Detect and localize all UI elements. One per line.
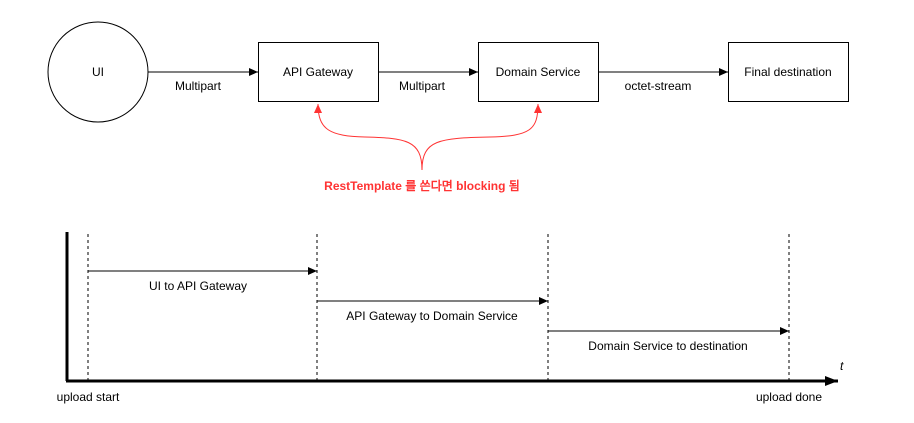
api-gateway-node: API Gateway: [258, 42, 379, 102]
final-destination-node: Final destination: [728, 42, 849, 102]
blocking-arrow-left: [314, 103, 423, 171]
domain-service-node: Domain Service: [478, 42, 599, 102]
upload-start-label: upload start: [57, 390, 120, 404]
timeline-axis-label: t: [840, 359, 844, 373]
segment-service-to-destination-label: Domain Service to destination: [588, 339, 747, 353]
blocking-annotation: RestTemplate 를 쓴다면 blocking 됨: [314, 103, 542, 193]
edge-gateway-to-service-label: Multipart: [399, 79, 446, 93]
domain-service-label: Domain Service: [496, 65, 581, 79]
edge-service-to-destination-label: octet-stream: [625, 79, 692, 93]
api-gateway-label: API Gateway: [283, 65, 353, 79]
edge-ui-to-gateway-label: Multipart: [175, 79, 222, 93]
blocking-annotation-text: RestTemplate 를 쓴다면 blocking 됨: [324, 178, 520, 193]
upload-done-label: upload done: [756, 390, 822, 404]
segment-gateway-to-service-label: API Gateway to Domain Service: [346, 309, 518, 323]
blocking-arrow-right: [421, 103, 542, 171]
ui-node: UI: [47, 21, 149, 123]
timeline: t UI to API Gateway API Gateway to Domai…: [57, 232, 844, 404]
ui-node-label: UI: [92, 65, 104, 79]
segment-ui-to-gateway-label: UI to API Gateway: [149, 279, 247, 293]
final-destination-label: Final destination: [744, 65, 831, 79]
